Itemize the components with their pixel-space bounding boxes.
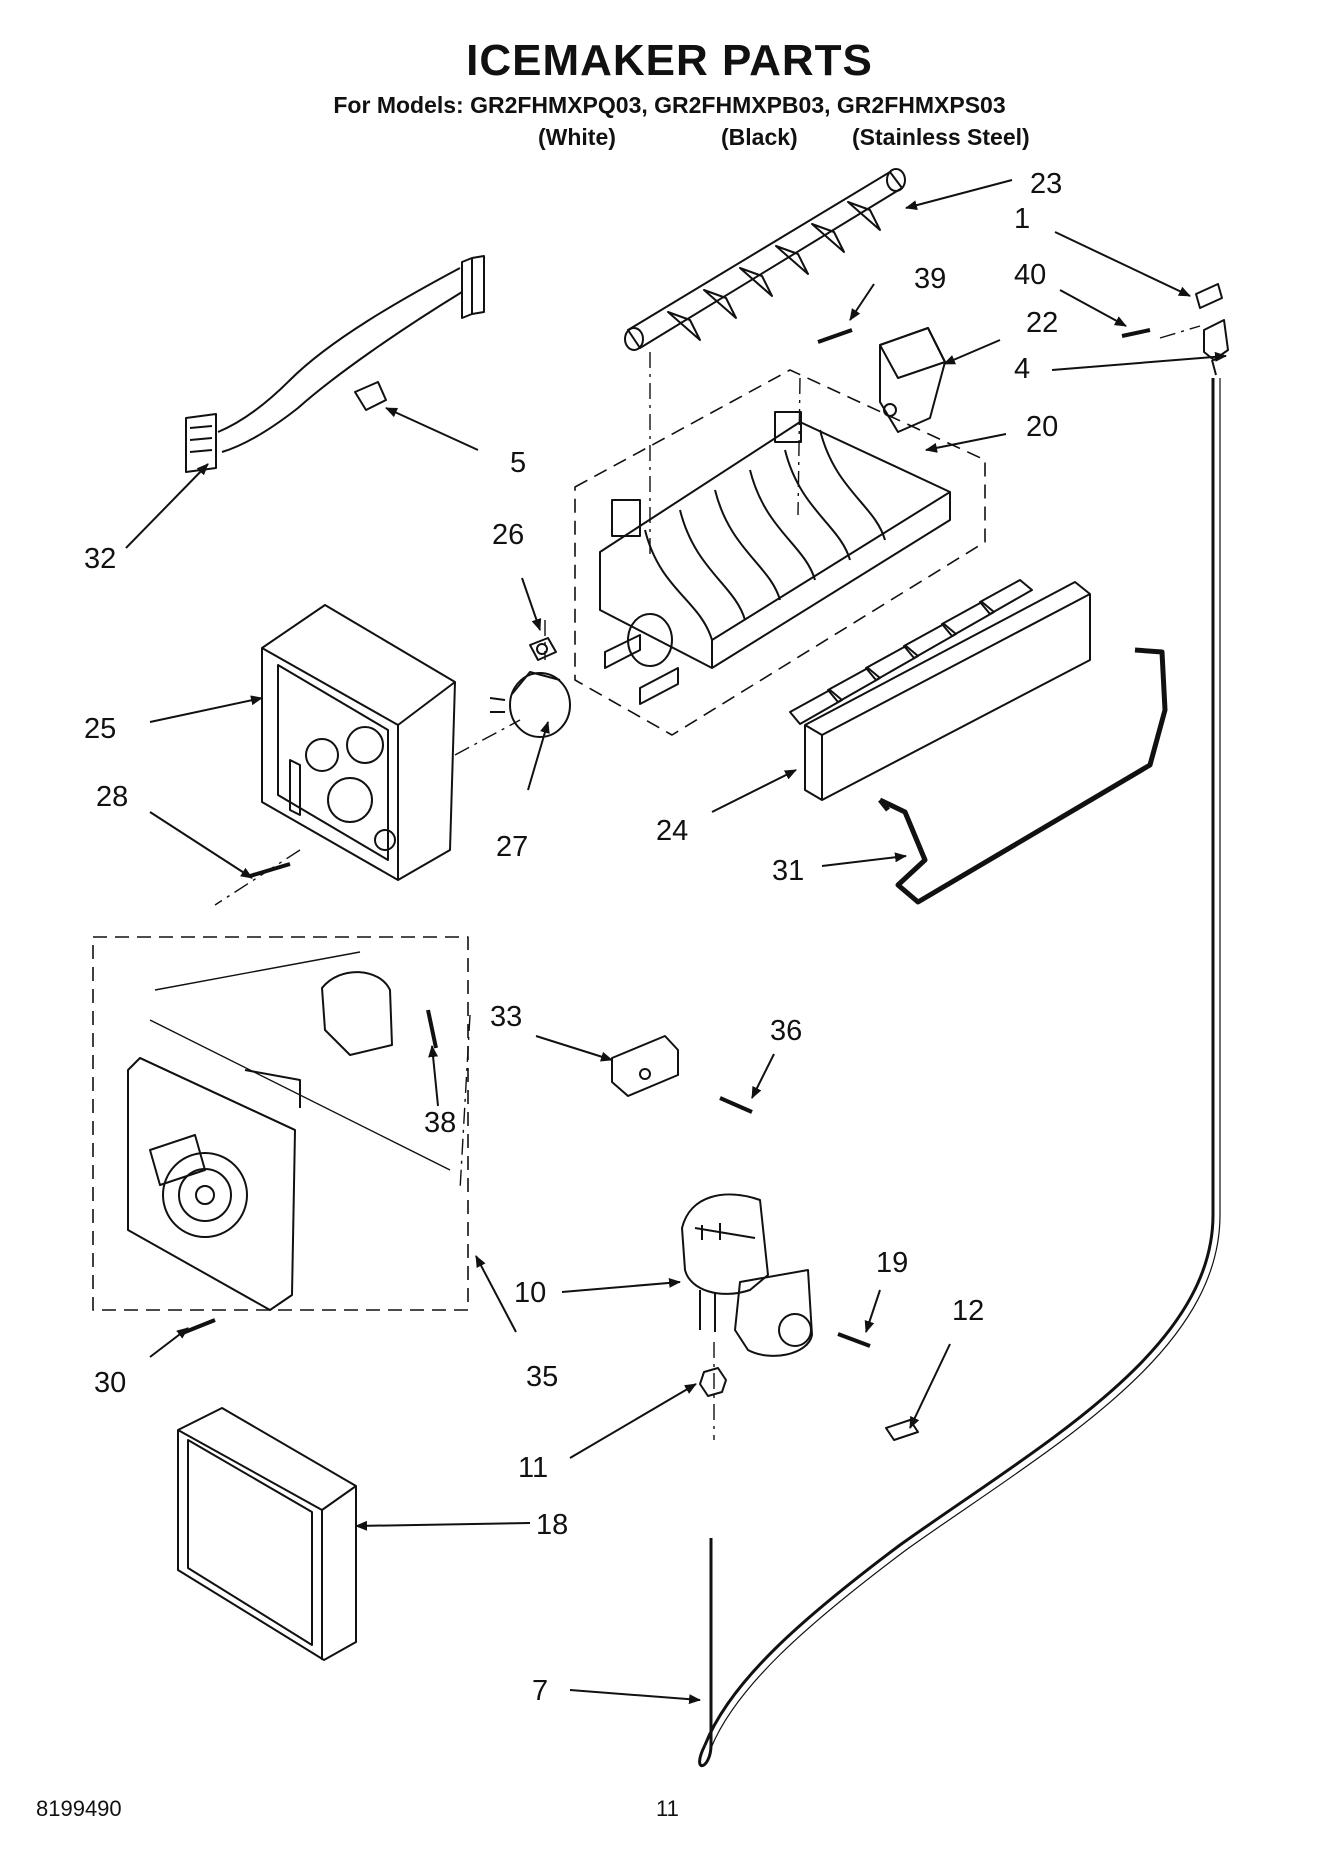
part-36-screw	[719, 1096, 753, 1114]
variant-stainless: (Stainless Steel)	[852, 124, 1030, 150]
part-7-water-tube	[698, 378, 1221, 1768]
part-26-clip	[529, 637, 557, 661]
part-30-screw	[179, 1318, 216, 1336]
part-18-cover	[177, 1407, 357, 1661]
screws	[179, 328, 1151, 1348]
variant-black: (Black)	[721, 124, 798, 150]
callout-31: 31	[772, 855, 804, 887]
callout-7: 7	[532, 1675, 548, 1707]
page-number: 11	[656, 1796, 679, 1821]
part-11-nut	[699, 1367, 727, 1397]
model-list: For Models: GR2FHMXPQ03, GR2FHMXPB03, GR…	[333, 92, 1006, 118]
callout-11: 11	[518, 1452, 548, 1484]
callout-4: 4	[1014, 353, 1030, 385]
callout-18: 18	[536, 1509, 568, 1541]
callout-labels: 23 1 40 39 22 4 20 5 32 26 25 28 27 24 3…	[84, 168, 1062, 1707]
callout-32: 32	[84, 543, 116, 575]
part-35-module-assembly	[92, 936, 469, 1311]
part-31-shutoff-arm	[878, 647, 1168, 905]
page-title: ICEMAKER PARTS	[466, 36, 873, 85]
callout-28: 28	[96, 781, 128, 813]
callout-5: 5	[510, 447, 526, 479]
callout-39: 39	[914, 263, 946, 295]
callout-30: 30	[94, 1367, 126, 1399]
part-24-ice-stripper	[789, 579, 1091, 801]
part-39-screw	[817, 328, 853, 344]
part-32-wire-harness	[185, 255, 485, 473]
callout-12: 12	[952, 1295, 984, 1327]
callout-23: 23	[1030, 168, 1062, 200]
part-5-clip	[354, 381, 387, 411]
part-33-bracket	[611, 1035, 679, 1097]
callout-19: 19	[876, 1247, 908, 1279]
callout-27: 27	[496, 831, 528, 863]
part-22-fill-cup	[879, 327, 946, 433]
part-20-ice-mold	[574, 369, 986, 736]
document-number: 8199490	[36, 1796, 122, 1821]
callout-26: 26	[492, 519, 524, 551]
variant-white: (White)	[538, 124, 616, 150]
callout-1: 1	[1014, 203, 1030, 235]
part-40-screw	[1121, 328, 1151, 338]
callout-36: 36	[770, 1015, 802, 1047]
part-19-screw	[837, 1332, 871, 1348]
callout-40: 40	[1014, 259, 1046, 291]
callout-22: 22	[1026, 307, 1058, 339]
part-12-clip	[885, 1419, 919, 1441]
callout-10: 10	[514, 1277, 546, 1309]
part-27-thermostat	[489, 671, 571, 738]
callout-20: 20	[1026, 411, 1058, 443]
callout-33: 33	[490, 1001, 522, 1033]
callout-38: 38	[424, 1107, 456, 1139]
part-23-ejector-bar	[624, 168, 906, 351]
part-10-water-valve	[681, 1193, 813, 1357]
alignment-lines	[214, 325, 1201, 1440]
part-4-inlet-fitting	[1195, 283, 1229, 376]
part-25-control-housing	[261, 604, 456, 881]
callout-25: 25	[84, 713, 116, 745]
callout-35: 35	[526, 1361, 558, 1393]
leader-arrows	[125, 179, 1227, 1705]
callout-24: 24	[656, 815, 688, 847]
part-38-screw	[426, 1009, 438, 1049]
